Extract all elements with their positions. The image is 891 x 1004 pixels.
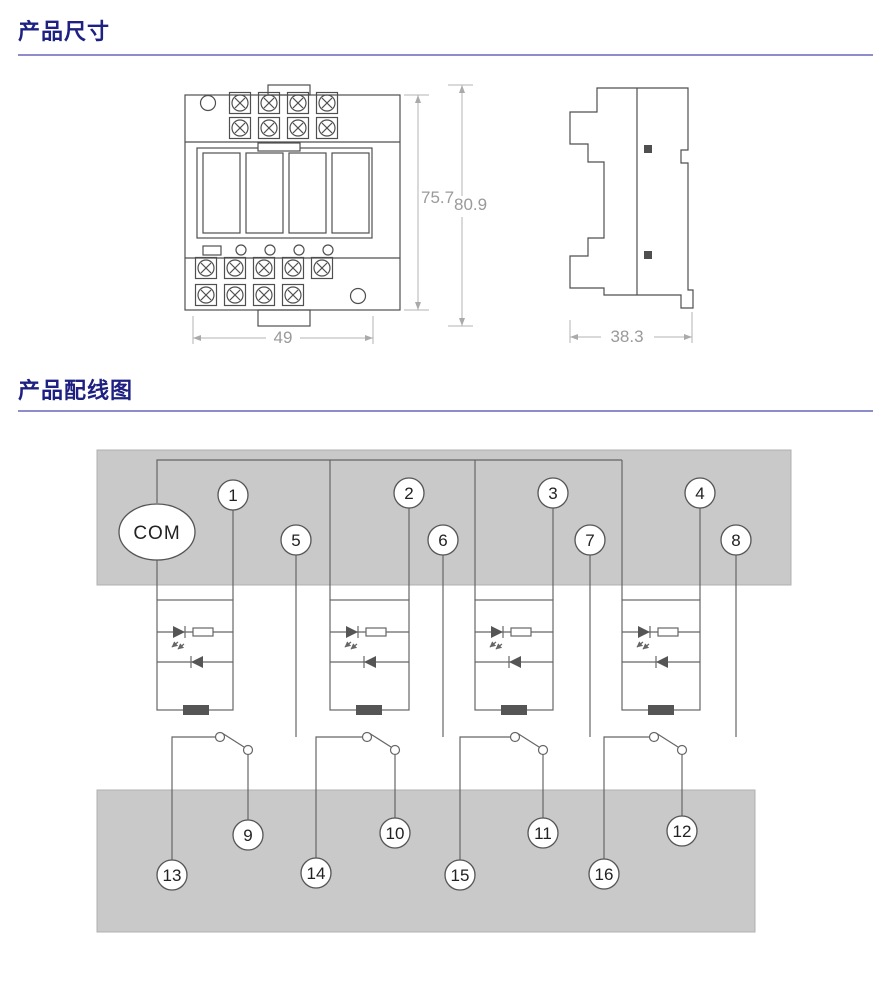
terminal-1-label: 1 [228, 486, 237, 505]
side-view-drawing [569, 87, 694, 309]
terminal-12: 12 [666, 815, 698, 847]
front-body-outline [184, 94, 401, 311]
terminal-4: 4 [684, 477, 716, 509]
contact-point [648, 731, 660, 743]
terminal-3: 3 [537, 477, 569, 509]
contact-point [676, 744, 688, 756]
terminal-5-label: 5 [291, 531, 300, 550]
front-top-tab [267, 84, 311, 96]
com-terminal: COM [118, 503, 196, 561]
led-indicator [293, 244, 305, 256]
terminal-2: 2 [393, 477, 425, 509]
section-divider [18, 410, 873, 412]
terminal-9-label: 9 [243, 826, 252, 845]
terminal-7-label: 7 [585, 531, 594, 550]
switch-contacts [214, 731, 688, 756]
terminal-13-label: 13 [163, 866, 182, 885]
contact-point [389, 744, 401, 756]
terminal-10-label: 10 [386, 824, 405, 843]
terminal-11-label: 11 [534, 824, 552, 843]
terminal-14: 14 [300, 857, 332, 889]
top-terminal-band [96, 449, 792, 586]
bottom-terminal-band [96, 789, 756, 933]
relay-circuit-1 [156, 599, 234, 715]
wiring-diagram: COM 1 2 3 4 5 6 7 [96, 449, 792, 933]
relay-circuit-2 [329, 599, 410, 715]
relay-window-frame [196, 147, 373, 239]
led-indicator [235, 244, 247, 256]
terminal-6-label: 6 [438, 531, 447, 550]
front-view-drawing [184, 84, 401, 327]
terminal-14-label: 14 [307, 864, 326, 883]
contact-point [537, 744, 549, 756]
relay-circuit-3 [474, 599, 554, 715]
com-terminal-label: COM [133, 523, 180, 544]
wiring-lines [156, 459, 737, 860]
terminal-15-label: 15 [451, 866, 470, 885]
contact-point [509, 731, 521, 743]
din-clip [257, 309, 311, 327]
terminal-11: 11 [527, 817, 559, 849]
contact-point [214, 731, 226, 743]
section-title-wiring: 产品配线图 [18, 378, 134, 403]
terminal-3-label: 3 [548, 484, 557, 503]
relay-circuit-4 [621, 599, 701, 715]
section-divider [18, 54, 873, 56]
contact-point [242, 744, 254, 756]
switch-arm [655, 732, 679, 748]
terminal-8: 8 [720, 524, 752, 556]
terminal-5: 5 [280, 524, 312, 556]
label-window [202, 245, 222, 256]
terminal-4-label: 4 [695, 484, 704, 503]
terminal-16-label: 16 [595, 865, 614, 884]
terminal-2-label: 2 [404, 484, 413, 503]
dimension-labels: 75.7 80.9 49 38.3 [274, 188, 644, 347]
switch-arm [368, 732, 392, 748]
com-bus [156, 459, 622, 503]
led-indicator [264, 244, 276, 256]
dimension-annotations [192, 84, 693, 344]
section-title-dimensions: 产品尺寸 [18, 19, 111, 44]
terminal-12-label: 12 [673, 822, 692, 841]
terminal-15: 15 [444, 859, 476, 891]
terminal-1: 1 [217, 479, 249, 511]
terminal-10: 10 [379, 817, 411, 849]
dim-width: 49 [274, 328, 293, 347]
terminal-13: 13 [156, 859, 188, 891]
front-mount-hole-top [199, 94, 217, 112]
terminal-9: 9 [232, 819, 264, 851]
front-mount-hole-bottom [349, 287, 367, 305]
dim-outer-height: 80.9 [454, 195, 487, 214]
dim-depth: 38.3 [610, 327, 643, 346]
terminal-7: 7 [574, 524, 606, 556]
led-indicator [322, 244, 334, 256]
contact-point [361, 731, 373, 743]
terminal-6: 6 [427, 524, 459, 556]
switch-arm [221, 732, 245, 748]
terminal-16: 16 [588, 858, 620, 890]
terminal-8-label: 8 [731, 531, 740, 550]
dimension-drawings: 75.7 80.9 49 38.3 [184, 84, 694, 347]
dim-inner-height: 75.7 [421, 188, 454, 207]
switch-arm [516, 732, 540, 748]
